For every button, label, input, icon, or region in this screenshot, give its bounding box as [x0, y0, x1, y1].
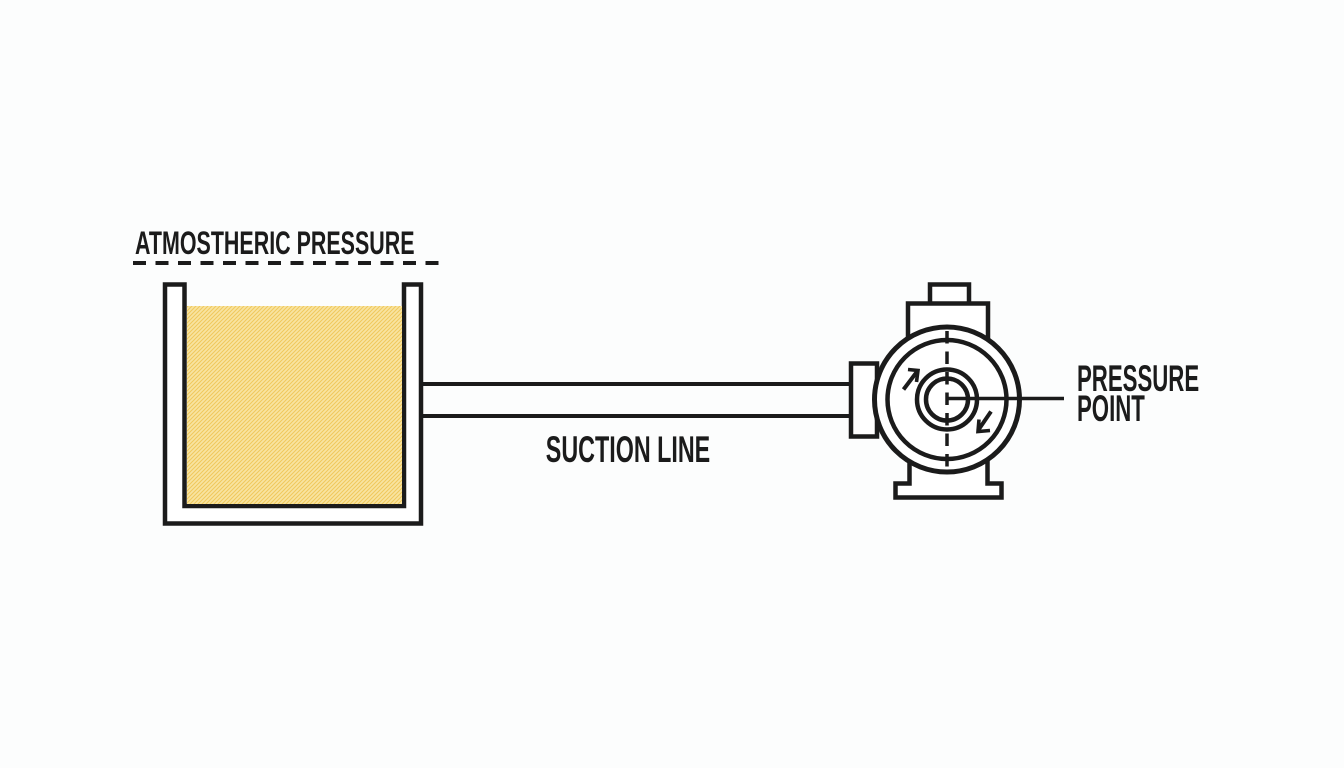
label-atmospheric-pressure: ATMOSTHERIC PRESSURE — [135, 225, 415, 261]
tank-outline — [162, 282, 424, 526]
pump-rotation-arrows — [901, 367, 993, 434]
label-pressure-point: PRESSURE POINT — [1077, 358, 1200, 429]
label-suction-line: SUCTION LINE — [545, 429, 711, 470]
pressure-point-line1: PRESSURE — [1077, 358, 1200, 399]
pump — [848, 282, 1022, 500]
pressure-point-line2: POINT — [1077, 388, 1145, 429]
suction-pipe — [421, 382, 853, 418]
liquid-fill — [187, 306, 402, 504]
rotation-arrow-down-left-icon — [976, 410, 993, 434]
rotation-arrow-up-right-icon — [901, 367, 921, 391]
